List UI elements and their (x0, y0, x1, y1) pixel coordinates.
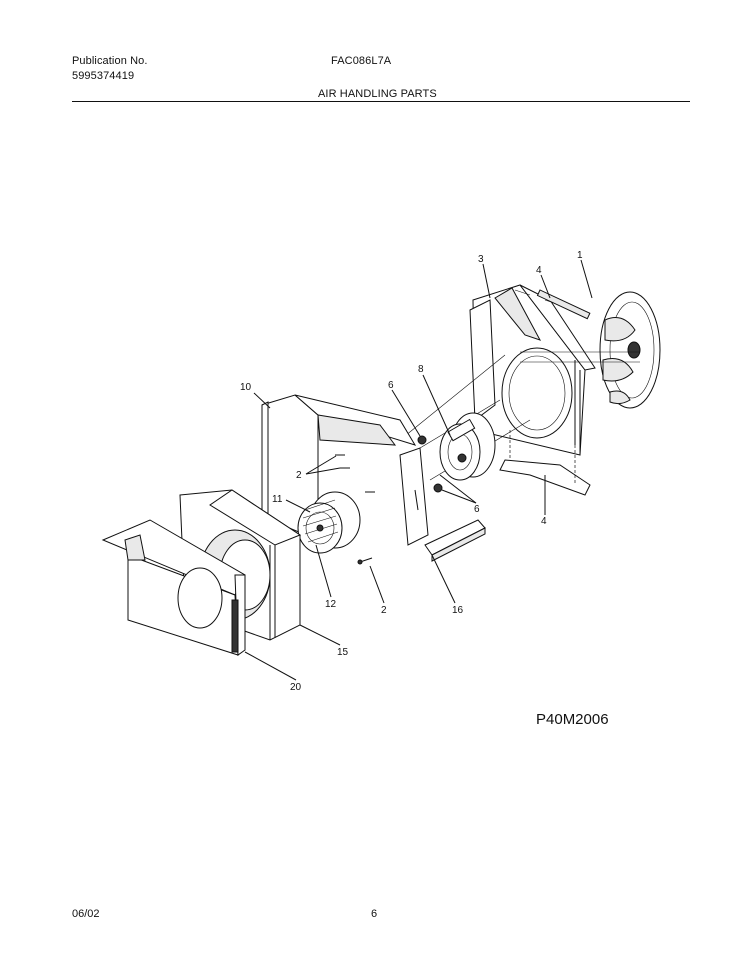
callout-6-bottom: 6 (474, 504, 480, 515)
callout-3: 3 (478, 254, 484, 265)
leader-lines (244, 259, 593, 681)
publication-number: 5995374419 (72, 70, 135, 82)
page-number: 6 (371, 908, 378, 920)
callout-4-bottom: 4 (541, 516, 547, 527)
callout-8: 8 (418, 364, 424, 375)
callout-15: 15 (337, 647, 349, 658)
footer-date: 06/02 (72, 908, 100, 920)
part-fan-blade (599, 291, 661, 409)
part-motor-mounts (417, 435, 443, 493)
callout-1: 1 (577, 250, 583, 261)
part-front-panel (101, 519, 246, 656)
callout-2-left: 2 (296, 470, 302, 481)
callout-11: 11 (272, 494, 283, 505)
callout-16: 16 (452, 605, 464, 616)
header-rule (72, 101, 690, 102)
part-blower-wheel (297, 491, 361, 554)
callout-2-bottom: 2 (381, 605, 387, 616)
model-number: FAC086L7A (331, 55, 392, 67)
drawing-code: P40M2006 (536, 711, 609, 728)
publication-label: Publication No. (72, 55, 148, 67)
part-shroud (469, 284, 596, 456)
callout-6-top: 6 (388, 380, 394, 391)
part-scroll-panel (261, 394, 417, 541)
callout-4-top: 4 (536, 265, 542, 276)
part-motor (439, 412, 496, 481)
part-channel (424, 519, 486, 562)
part-mount-plate (399, 447, 429, 546)
callout-12: 12 (325, 599, 337, 610)
callout-20: 20 (290, 682, 302, 693)
part-screws (335, 454, 375, 565)
section-title: AIR HANDLING PARTS (318, 88, 437, 100)
callout-10: 10 (240, 382, 252, 393)
